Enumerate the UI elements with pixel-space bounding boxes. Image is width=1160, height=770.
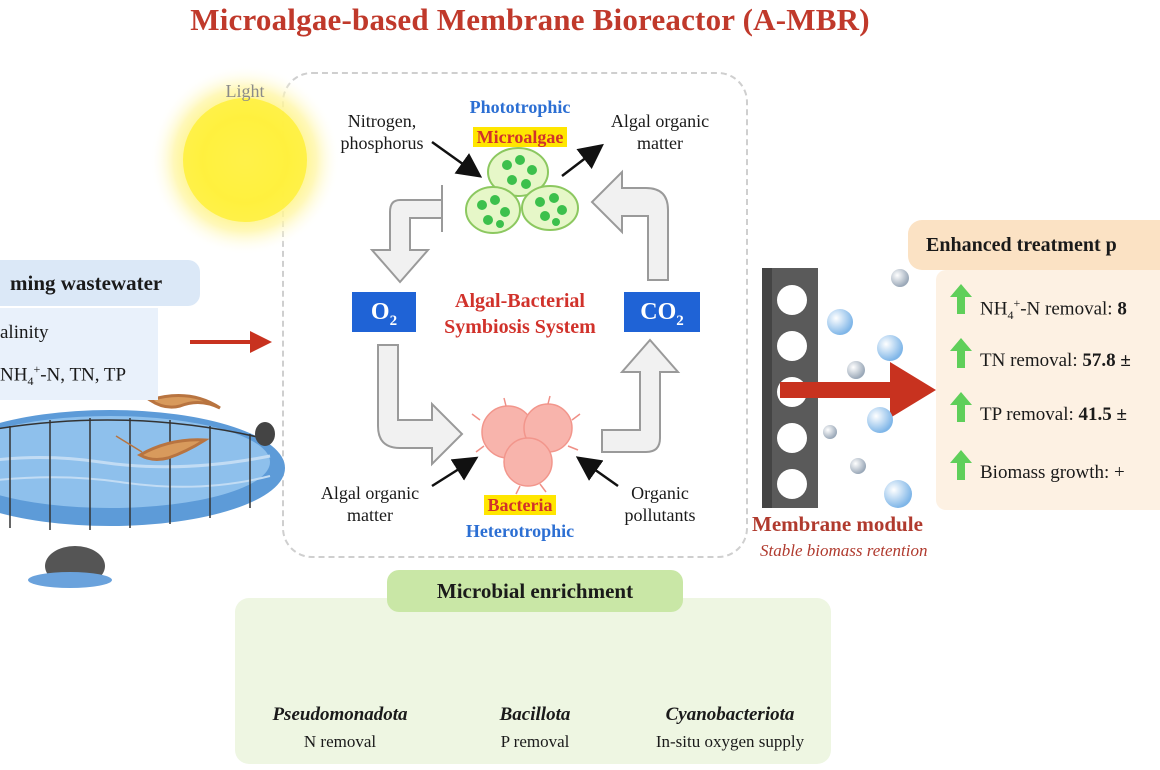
up-arrow-icon — [950, 392, 972, 422]
diagram-title: Microalgae-based Membrane Bioreactor (A-… — [190, 2, 870, 37]
o2-box: O2 — [352, 292, 416, 332]
taxon-role: In-situ oxygen supply — [655, 732, 805, 751]
arrow-nutrients-in — [431, 140, 483, 178]
microbial-enrichment-panel — [235, 598, 831, 764]
nutrients-item: NH4+-N, TN, TP — [0, 362, 127, 389]
microalgae-icon — [465, 147, 579, 234]
salinity-item: alinity — [0, 322, 49, 343]
algal-organic-matter-bottom-label: Algal organic matter — [320, 483, 420, 525]
cycle-arrow-bottom-left — [377, 344, 464, 467]
membrane-module-label: Membrane module — [752, 512, 923, 536]
incoming-wastewater-body: alinity NH4+-N, TN, TP — [0, 308, 158, 400]
arrow-pollutants-in — [575, 456, 619, 488]
up-arrow-icon — [950, 284, 972, 314]
heterotrophic-label: Heterotrophic — [465, 521, 575, 541]
arrow-aom-in — [431, 456, 479, 488]
cycle-arrows — [369, 169, 681, 467]
taxon-name: Bacillota — [499, 704, 571, 725]
enhanced-treatment-header: Enhanced treatment p — [908, 220, 1160, 270]
light-label: Light — [225, 81, 265, 101]
symbiosis-frame — [282, 72, 748, 558]
cycle-arrow-top-left — [369, 185, 443, 284]
tn-removal-item: TN removal: 57.8 ± — [980, 350, 1131, 371]
up-arrow-icon — [950, 338, 972, 368]
symbiosis-system-title: Algal-Bacterial Symbiosis System — [444, 290, 596, 338]
taxon-role: P removal — [500, 732, 570, 751]
shrimp-icon — [115, 377, 221, 461]
shrimp-pond-illustration — [0, 410, 285, 588]
arrow-aom-out — [561, 143, 604, 177]
outflow-arrow — [780, 362, 936, 418]
cycle-arrow-top-right — [590, 169, 669, 281]
nutrients-label: Nitrogen, phosphorus — [340, 111, 424, 153]
enhanced-treatment-body — [936, 270, 1160, 510]
microalgae-label: Microalgae — [440, 126, 600, 148]
taxon-role: N removal — [303, 732, 377, 751]
phototrophic-label: Phototrophic — [469, 97, 571, 117]
organic-pollutants-label: Organic pollutants — [624, 483, 696, 525]
nh4-removal-item: NH4+-N removal: 8 — [980, 296, 1127, 323]
incoming-wastewater-header: ming wastewater — [0, 260, 200, 306]
bacteria-label: Bacteria — [440, 494, 600, 516]
flow-arrows — [431, 140, 619, 488]
co2-box: CO2 — [624, 292, 700, 332]
cycle-arrow-bottom-right — [601, 338, 681, 453]
tp-removal-item: TP removal: 41.5 ± — [980, 404, 1127, 425]
bubbles-icon — [823, 269, 912, 508]
up-arrow-icon — [950, 450, 972, 480]
taxon-name: Cyanobacteriota — [665, 704, 795, 725]
algal-organic-matter-top-label: Algal organic matter — [610, 111, 710, 153]
biomass-growth-item: Biomass growth: + — [980, 462, 1125, 483]
taxon-name: Pseudomonadota — [272, 704, 408, 725]
membrane-module-sublabel: Stable biomass retention — [760, 541, 928, 560]
microbial-enrichment-header: Microbial enrichment — [387, 570, 683, 612]
sun-icon — [150, 65, 340, 255]
bacteria-icon — [471, 395, 581, 495]
inflow-arrow — [190, 331, 272, 353]
